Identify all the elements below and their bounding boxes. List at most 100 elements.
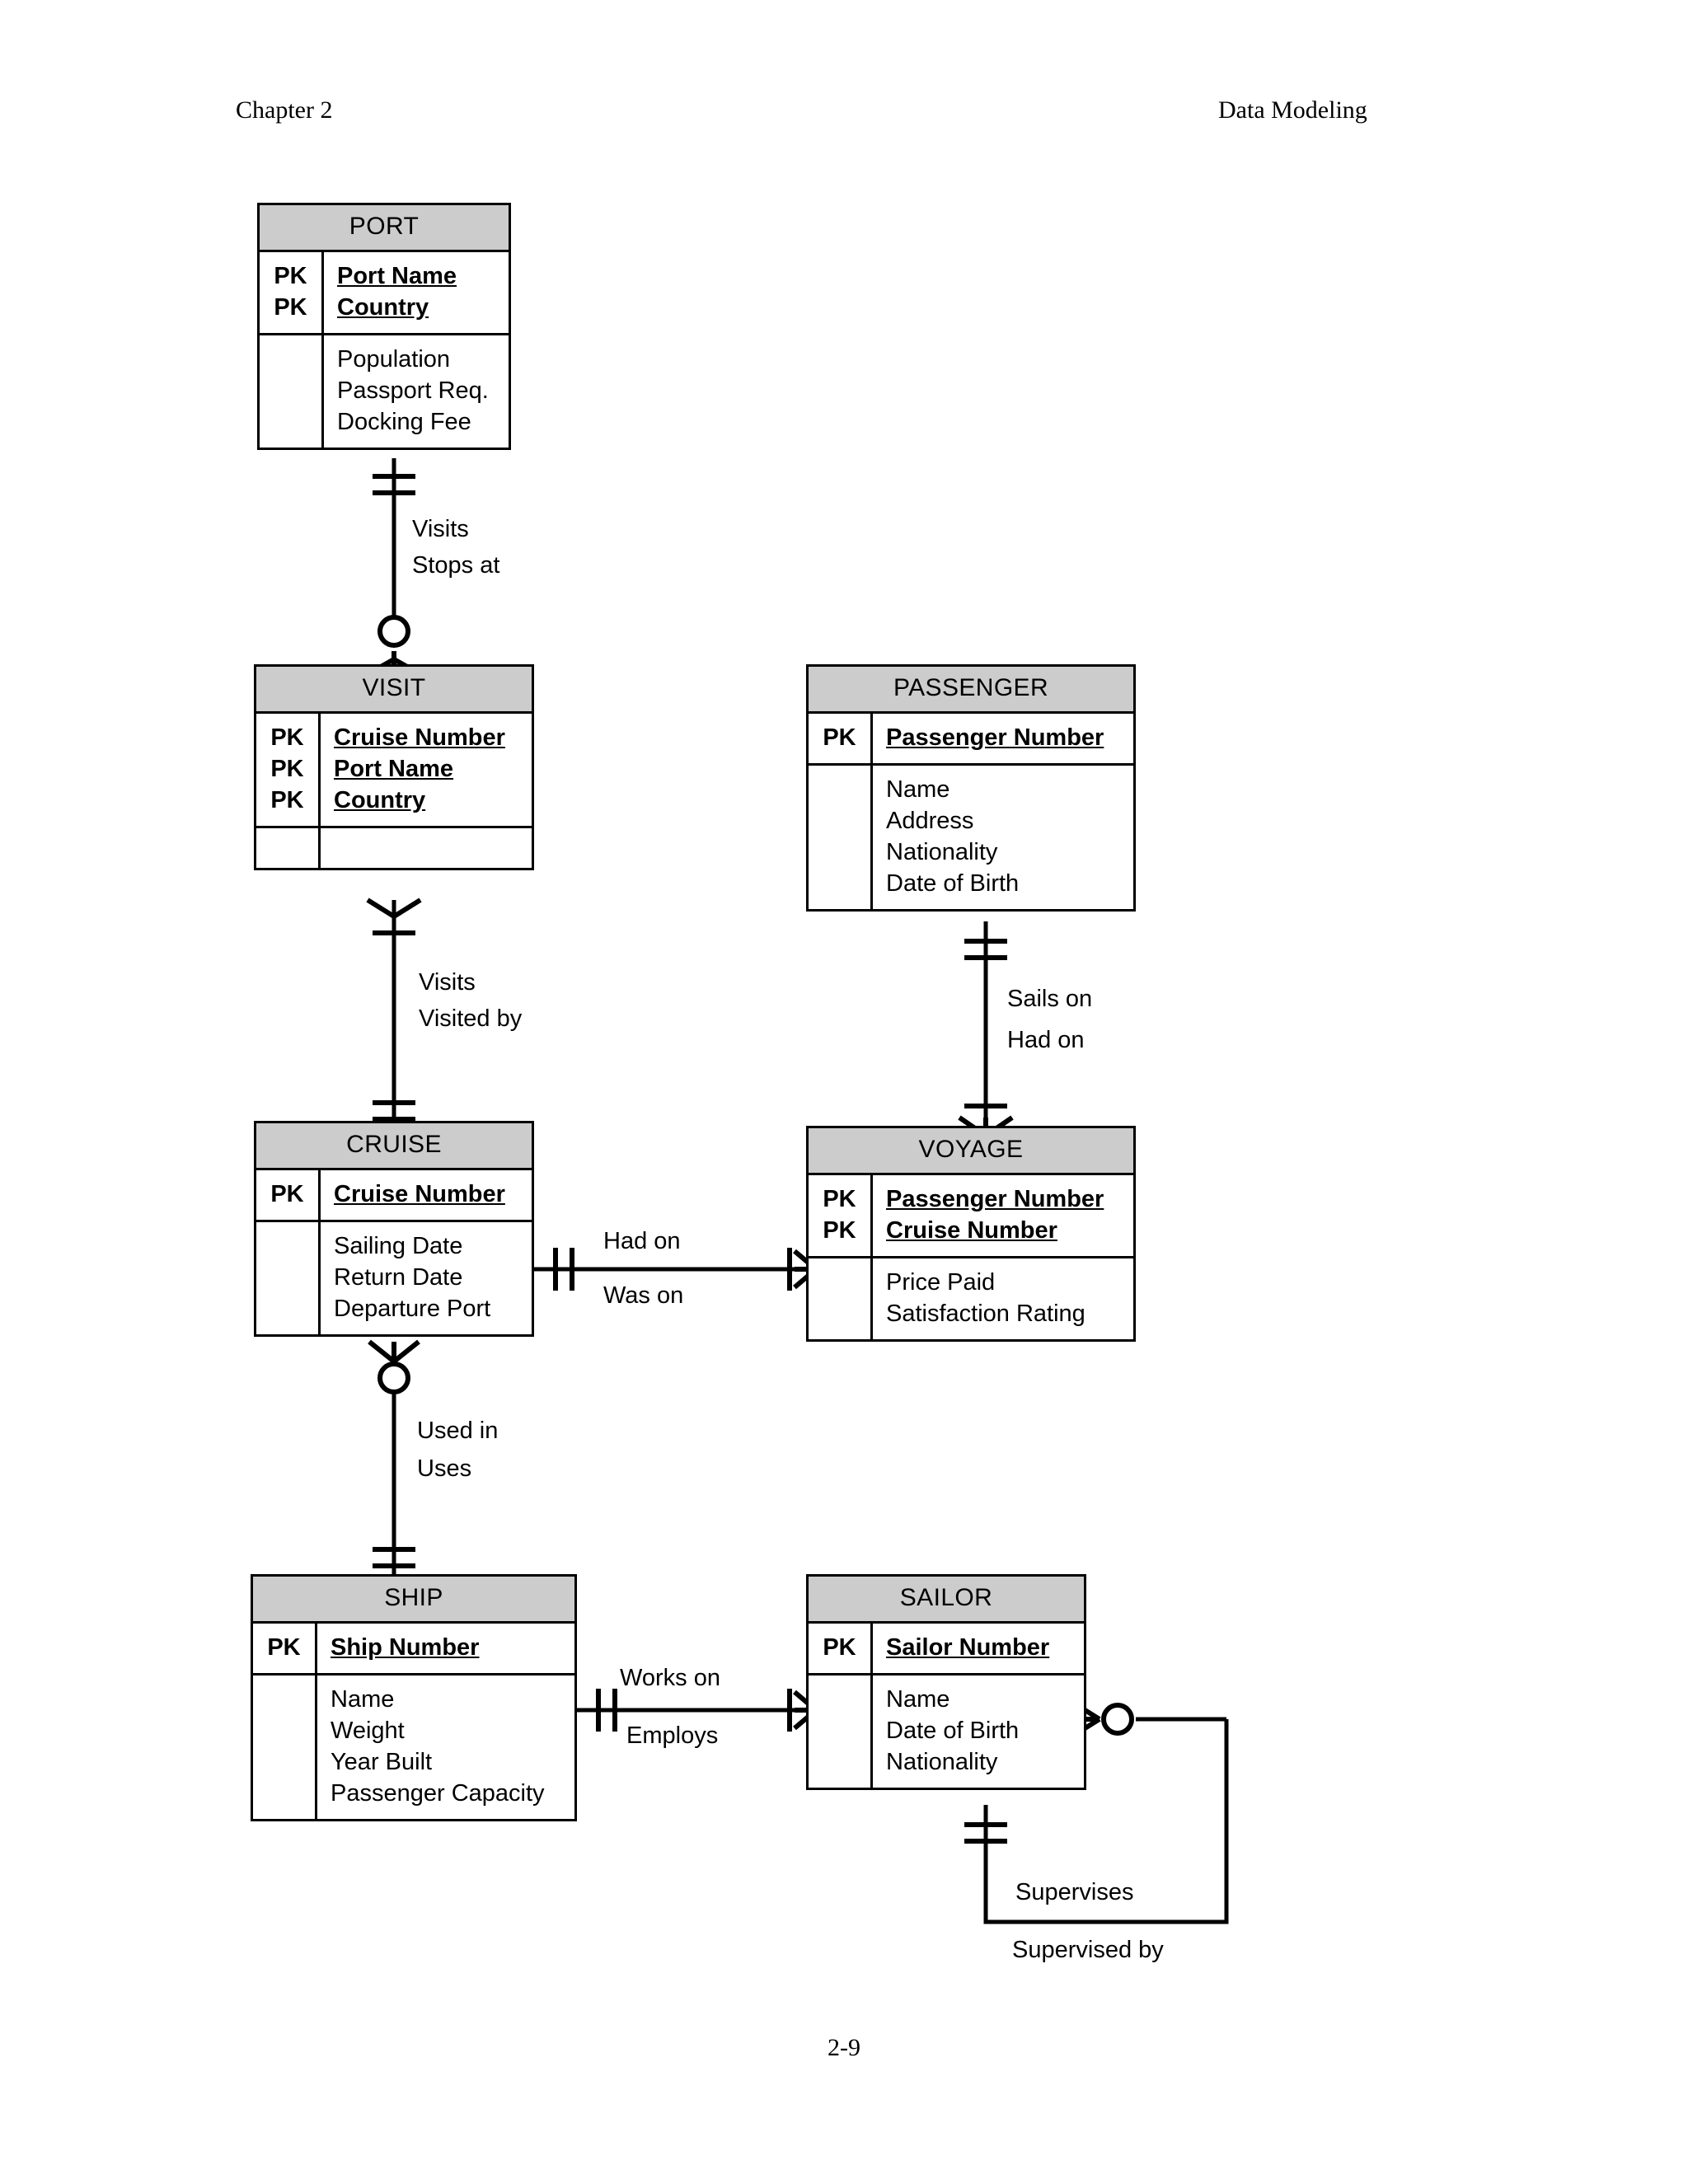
entity-voyage-key-section: PK PK Passenger Number Cruise Number (809, 1175, 1133, 1258)
entity-ship-key-attributes: Ship Number (317, 1624, 574, 1673)
attribute: Nationality (886, 839, 998, 865)
relationship-label-visit-cruise-reverse: Visited by (419, 1005, 523, 1032)
entity-sailor-title: SAILOR (809, 1577, 1084, 1624)
attribute: Ship Number (331, 1634, 480, 1661)
entity-visit-attributes (321, 828, 532, 868)
attribute: Sailor Number (886, 1634, 1050, 1661)
entity-sailor[interactable]: SAILOR PK Sailor Number Name Date of Bir… (806, 1574, 1086, 1790)
relationship-label-port-visit-forward: Visits (412, 516, 469, 542)
entity-port-attr-key-column (260, 335, 324, 448)
entity-passenger-key-section: PK Passenger Number (809, 714, 1133, 766)
entity-voyage-attr-key-column (809, 1258, 873, 1339)
entity-passenger-attr-section: Name Address Nationality Date of Birth (809, 766, 1133, 909)
relationship-label-passenger-voyage-reverse: Had on (1007, 1027, 1085, 1053)
entity-voyage-attributes: Price Paid Satisfaction Rating (873, 1258, 1133, 1339)
entity-port-attr-section: Population Passport Req. Docking Fee (260, 335, 509, 448)
attribute: Docking Fee (337, 409, 471, 435)
entity-sailor-key-attributes: Sailor Number (873, 1624, 1084, 1673)
attribute: Weight (331, 1718, 405, 1744)
entity-port-key-column: PK PK (260, 252, 324, 333)
relationship-label-ship-sailor-forward: Works on (620, 1665, 720, 1691)
entity-visit[interactable]: VISIT PK PK PK Cruise Number Port Name C… (254, 664, 534, 870)
entity-visit-attr-section (256, 828, 532, 868)
entity-visit-title: VISIT (256, 667, 532, 714)
entity-voyage-key-attributes: Passenger Number Cruise Number (873, 1175, 1133, 1256)
attribute: Port Name (337, 263, 457, 289)
entity-passenger-key-attributes: Passenger Number (873, 714, 1133, 763)
relationship-label-cruise-ship-forward: Used in (417, 1418, 499, 1444)
connector-sailor-supervises (964, 1700, 1229, 1924)
attribute: Address (886, 808, 974, 834)
key-marker: PK (823, 1634, 856, 1661)
connector-passenger-voyage (958, 921, 1014, 1138)
entity-cruise-attr-section: Sailing Date Return Date Departure Port (256, 1222, 532, 1334)
key-marker: PK (270, 787, 304, 813)
entity-visit-key-attributes: Cruise Number Port Name Country (321, 714, 532, 826)
entity-sailor-key-column: PK (809, 1624, 873, 1673)
relationship-label-passenger-voyage-forward: Sails on (1007, 986, 1093, 1012)
entity-visit-key-section: PK PK PK Cruise Number Port Name Country (256, 714, 532, 828)
entity-passenger-attr-key-column (809, 766, 873, 909)
entity-cruise-key-attributes: Cruise Number (321, 1170, 532, 1220)
attribute: Passenger Number (886, 724, 1104, 751)
entity-cruise-key-column: PK (256, 1170, 321, 1220)
attribute: Price Paid (886, 1269, 996, 1296)
key-marker: PK (274, 294, 307, 321)
attribute: Population (337, 346, 451, 373)
attribute: Port Name (334, 756, 454, 782)
attribute: Satisfaction Rating (886, 1301, 1085, 1327)
entity-port-attributes: Population Passport Req. Docking Fee (324, 335, 509, 448)
entity-voyage-key-column: PK PK (809, 1175, 873, 1256)
relationship-label-cruise-voyage-reverse: Was on (603, 1282, 684, 1309)
attribute: Departure Port (334, 1296, 491, 1322)
attribute: Date of Birth (886, 870, 1020, 897)
attribute: Return Date (334, 1264, 463, 1291)
entity-ship-key-section: PK Ship Number (253, 1624, 574, 1675)
entity-cruise[interactable]: CRUISE PK Cruise Number Sailing Date Ret… (254, 1121, 534, 1337)
key-marker: PK (823, 1217, 856, 1244)
entity-voyage[interactable]: VOYAGE PK PK Passenger Number Cruise Num… (806, 1126, 1136, 1342)
entity-port-key-attributes: Port Name Country (324, 252, 509, 333)
attribute: Nationality (886, 1749, 998, 1775)
attribute: Name (886, 776, 950, 803)
attribute: Cruise Number (334, 1181, 505, 1207)
entity-port-key-section: PK PK Port Name Country (260, 252, 509, 335)
attribute: Cruise Number (334, 724, 505, 751)
entity-visit-key-column: PK PK PK (256, 714, 321, 826)
entity-sailor-attr-section: Name Date of Birth Nationality (809, 1675, 1084, 1788)
relationship-label-cruise-voyage-forward: Had on (603, 1228, 681, 1254)
attribute: Country (334, 787, 426, 813)
entity-port[interactable]: PORT PK PK Port Name Country Population … (257, 203, 511, 450)
attribute: Passport Req. (337, 377, 489, 404)
entity-passenger[interactable]: PASSENGER PK Passenger Number Name Addre… (806, 664, 1136, 912)
relationship-label-cruise-ship-reverse: Uses (417, 1455, 472, 1482)
entity-voyage-title: VOYAGE (809, 1128, 1133, 1175)
key-marker: PK (270, 724, 304, 751)
entity-ship-attributes: Name Weight Year Built Passenger Capacit… (317, 1675, 574, 1819)
entity-port-title: PORT (260, 205, 509, 252)
key-marker: PK (270, 1181, 304, 1207)
entity-voyage-attr-section: Price Paid Satisfaction Rating (809, 1258, 1133, 1339)
page-number: 2-9 (828, 2034, 860, 2061)
entity-cruise-title: CRUISE (256, 1123, 532, 1170)
entity-ship-title: SHIP (253, 1577, 574, 1624)
entity-ship-key-column: PK (253, 1624, 317, 1673)
entity-cruise-attr-key-column (256, 1222, 321, 1334)
running-head-left: Chapter 2 (236, 96, 333, 124)
entity-ship-attr-section: Name Weight Year Built Passenger Capacit… (253, 1675, 574, 1819)
key-marker: PK (823, 1186, 856, 1212)
relationship-label-port-visit-reverse: Stops at (412, 552, 500, 579)
running-head-right: Data Modeling (1218, 96, 1367, 124)
attribute: Date of Birth (886, 1718, 1020, 1744)
attribute: Passenger Capacity (331, 1780, 545, 1807)
attribute: Name (886, 1686, 950, 1713)
entity-ship[interactable]: SHIP PK Ship Number Name Weight Year Bui… (251, 1574, 577, 1821)
entity-passenger-key-column: PK (809, 714, 873, 763)
entity-ship-attr-key-column (253, 1675, 317, 1819)
entity-passenger-attributes: Name Address Nationality Date of Birth (873, 766, 1133, 909)
connector-cruise-ship (368, 1339, 420, 1574)
entity-sailor-attr-key-column (809, 1675, 873, 1788)
relationship-label-visit-cruise-forward: Visits (419, 969, 476, 996)
